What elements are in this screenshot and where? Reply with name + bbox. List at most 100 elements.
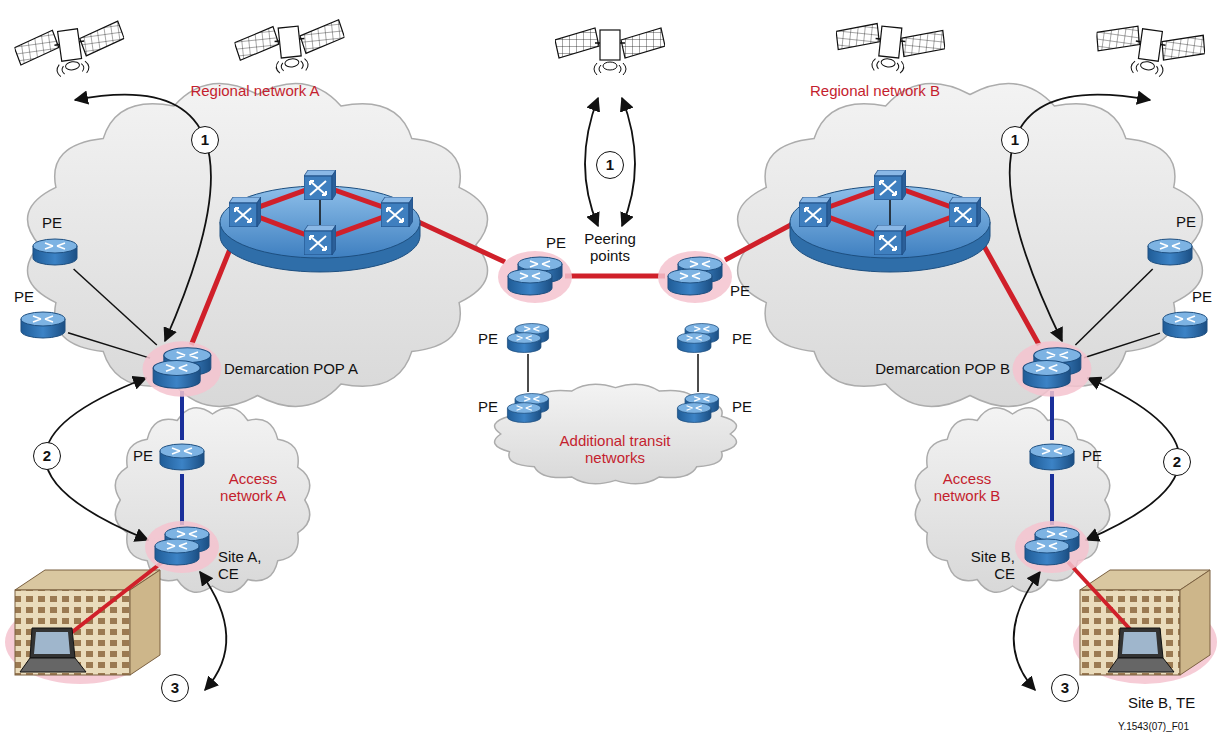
site-b-building-part — [1122, 632, 1158, 654]
callout-number: 2 — [33, 442, 61, 470]
network-cloud: Regional network BPEPEDemarcation POP BP… — [725, 70, 1215, 420]
router-icon — [150, 345, 214, 391]
text-slot: PE — [732, 398, 752, 416]
router-icon-part — [1023, 361, 1070, 389]
callout-arrows-part — [1010, 95, 1150, 341]
router-icon-part — [21, 312, 65, 338]
router-icon-part — [33, 239, 77, 265]
router-icon-part-part — [45, 243, 65, 249]
router-icon-part — [1163, 312, 1207, 338]
callout-number: 2 — [1163, 448, 1191, 476]
core-network-a-part — [319, 185, 321, 240]
router-icon-part — [658, 251, 732, 303]
site-a-building-part — [130, 570, 160, 675]
text-slot: PE — [14, 288, 34, 306]
router-node: PE — [30, 235, 80, 269]
core-network-b-part — [790, 222, 990, 272]
router-icon — [1160, 308, 1210, 342]
router-icon-part — [143, 341, 222, 396]
site-b-building — [1068, 562, 1217, 684]
router-icon — [1145, 235, 1195, 269]
text-slot: Site A, CE — [218, 548, 280, 583]
site-a-building-part — [30, 628, 75, 658]
text-slot: Site B, CE — [953, 548, 1015, 583]
satellites-part — [233, 19, 347, 77]
router-node: PE — [670, 392, 726, 424]
router-icon-part — [1025, 539, 1069, 565]
router-icon — [505, 255, 565, 297]
router-label: PE — [1192, 288, 1212, 305]
core-network-a-part — [304, 170, 336, 200]
router-icon-part-part — [507, 403, 541, 414]
cloud-outline-part — [915, 408, 1109, 593]
router-icon-part — [677, 333, 711, 353]
link-line — [191, 185, 505, 345]
router-node: PE — [1160, 308, 1210, 342]
callout-number: 1 — [1001, 126, 1029, 154]
router-icon-part-part — [172, 448, 192, 454]
site-b-building-part — [1108, 658, 1174, 672]
network-cloud: Access network A PE Site A, CE — [110, 400, 315, 600]
core-network-b-part — [874, 225, 906, 255]
router-label: PE — [732, 398, 752, 415]
site-a-building-part — [34, 632, 70, 654]
router-node: Site A, CE — [152, 525, 212, 567]
router-node: Demarcation POP B — [1020, 345, 1084, 391]
callout-arrows-part — [75, 95, 211, 341]
callout-number: 3 — [1061, 679, 1069, 696]
site-a-building-part — [62, 560, 165, 640]
cloud-outline-part — [28, 84, 488, 407]
router-icon-part-part — [694, 327, 709, 332]
text-slot: PE — [546, 234, 566, 252]
callout-arrows-part — [1014, 572, 1040, 690]
text-slot: Access network A — [208, 470, 298, 505]
site-a-building-part — [15, 570, 160, 590]
core-network-b-part — [815, 185, 965, 240]
cloud-outline-part — [495, 384, 737, 484]
router-icon-part — [155, 539, 199, 565]
network-name: Access network B — [922, 470, 1012, 505]
router-icon-part-part — [520, 273, 540, 279]
router-icon-part — [1013, 341, 1092, 396]
router-icon — [500, 392, 556, 424]
router-icon-part-part — [524, 327, 539, 332]
router-node: PE — [1145, 235, 1195, 269]
router-icon-part-part — [166, 365, 187, 371]
router-icon-part-part — [687, 406, 702, 411]
router-icon-part-part — [687, 336, 702, 341]
link-line — [697, 354, 699, 392]
link-line — [180, 391, 184, 440]
callout-number: 1 — [606, 156, 614, 173]
callout-number: 3 — [171, 679, 179, 696]
router-label: Site A, CE — [218, 548, 280, 583]
callout-arrows-part — [200, 572, 226, 690]
core-network-b-part — [790, 186, 990, 258]
router-label: Site B, CE — [953, 548, 1015, 583]
link-line — [725, 185, 1039, 345]
router-icon-part-part — [1037, 543, 1057, 549]
text-slot: PE — [730, 282, 750, 300]
router-icon-part-part — [1148, 239, 1192, 253]
network-name: Additional transit networks — [540, 432, 690, 467]
router-icon — [1020, 345, 1084, 391]
link-line — [68, 333, 150, 358]
core-network-a — [220, 170, 420, 272]
site-b-building-part — [1080, 590, 1180, 675]
link-line — [565, 274, 665, 279]
router-label: PE — [14, 288, 34, 305]
router-icon-part-part — [1025, 539, 1069, 553]
router-icon-part-part — [1023, 361, 1070, 376]
satellites-part — [1092, 21, 1207, 83]
router-icon-part-part — [524, 397, 539, 402]
router-label: PE — [133, 447, 153, 464]
router-label: PE — [732, 330, 752, 347]
router-node: PE — [1027, 440, 1077, 474]
router-icon-part-part — [155, 539, 199, 553]
router-icon-part-part — [1042, 448, 1062, 454]
router-icon-part-part — [517, 336, 532, 341]
router-node: Demarcation POP A — [150, 345, 214, 391]
text-slot: PE — [478, 398, 498, 416]
site-b-building-part — [1068, 562, 1140, 640]
network-name: Regional network A — [190, 82, 319, 99]
router-icon-part-part — [1163, 312, 1207, 326]
